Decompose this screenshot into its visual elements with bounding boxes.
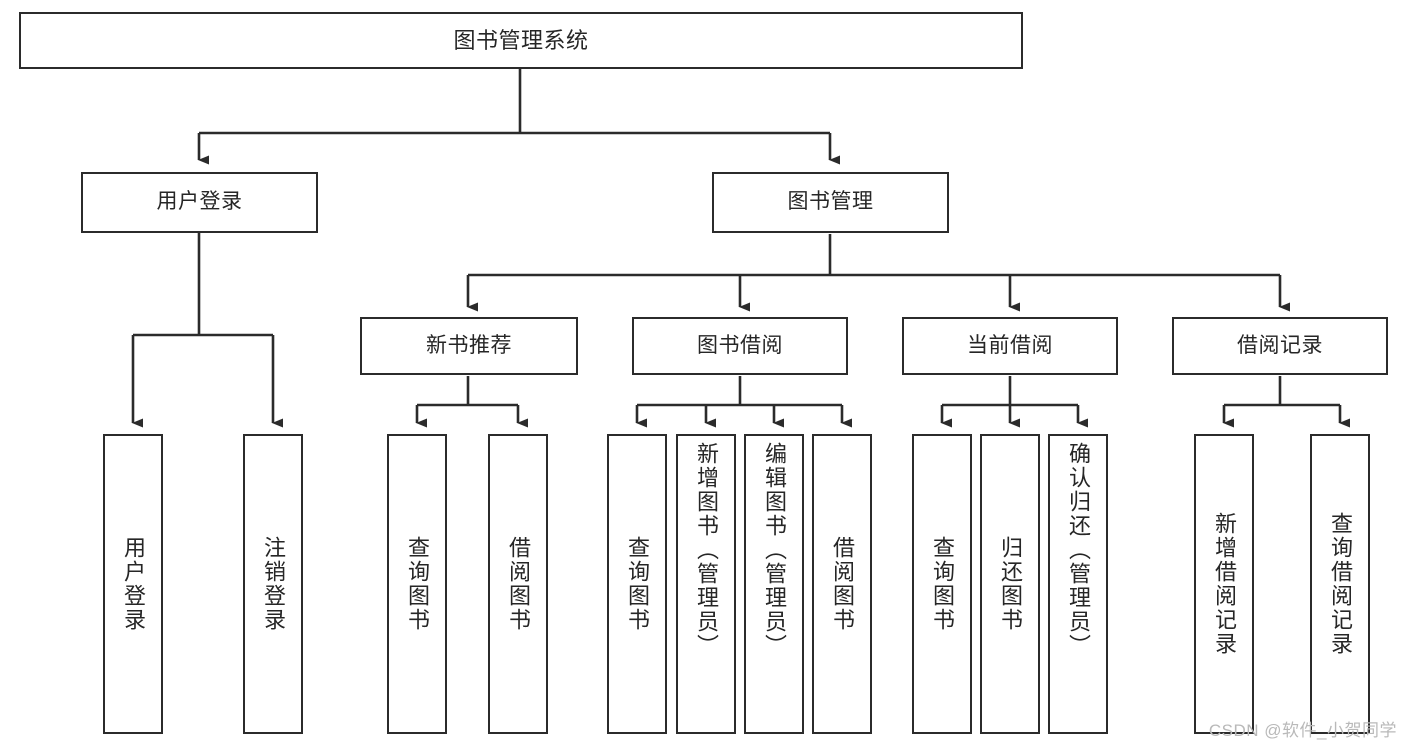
node-label: 归还图书	[998, 536, 1023, 632]
leaf-logout-login[interactable]: 注销登录	[243, 434, 303, 734]
node-user-login[interactable]: 用户登录	[81, 172, 318, 233]
node-label: 查询图书	[930, 536, 955, 632]
node-label: 编辑图书（管理员）	[762, 442, 787, 658]
leaf-edit-book[interactable]: 编辑图书（管理员）	[744, 434, 804, 734]
node-label: 新书推荐	[426, 333, 512, 357]
node-borrow-record[interactable]: 借阅记录	[1172, 317, 1388, 375]
node-label: 查询借阅记录	[1328, 512, 1353, 656]
node-label: 确认归还（管理员）	[1066, 442, 1091, 658]
node-label: 查询图书	[405, 536, 430, 632]
node-new-book-recommend[interactable]: 新书推荐	[360, 317, 578, 375]
leaf-confirm-return[interactable]: 确认归还（管理员）	[1048, 434, 1108, 734]
leaf-borrow-book-2[interactable]: 借阅图书	[812, 434, 872, 734]
node-label: 用户登录	[121, 536, 146, 632]
node-book-management[interactable]: 图书管理	[712, 172, 949, 233]
node-label: 图书管理	[787, 190, 874, 214]
leaf-add-borrow-record[interactable]: 新增借阅记录	[1194, 434, 1254, 734]
leaf-query-book-3[interactable]: 查询图书	[912, 434, 972, 734]
node-label: 查询图书	[625, 536, 650, 632]
leaf-add-book[interactable]: 新增图书（管理员）	[676, 434, 736, 734]
leaf-borrow-book-1[interactable]: 借阅图书	[488, 434, 548, 734]
leaf-return-book[interactable]: 归还图书	[980, 434, 1040, 734]
node-label: 借阅记录	[1237, 333, 1323, 357]
node-label: 图书管理系统	[453, 27, 589, 53]
leaf-user-login[interactable]: 用户登录	[103, 434, 163, 734]
node-root-book-management-system[interactable]: 图书管理系统	[19, 12, 1023, 69]
node-label: 借阅图书	[830, 536, 855, 632]
node-label: 当前借阅	[967, 333, 1053, 357]
node-label: 新增借阅记录	[1212, 512, 1237, 656]
leaf-query-book-1[interactable]: 查询图书	[387, 434, 447, 734]
leaf-query-book-2[interactable]: 查询图书	[607, 434, 667, 734]
node-label: 借阅图书	[506, 536, 531, 632]
node-label: 注销登录	[261, 536, 286, 632]
node-current-borrow[interactable]: 当前借阅	[902, 317, 1118, 375]
node-label: 新增图书（管理员）	[694, 442, 719, 658]
watermark-text: CSDN @软件_小贺同学	[1208, 721, 1397, 740]
node-label: 图书借阅	[697, 333, 783, 357]
leaf-query-borrow-record[interactable]: 查询借阅记录	[1310, 434, 1370, 734]
node-label: 用户登录	[156, 190, 243, 214]
node-book-borrow[interactable]: 图书借阅	[632, 317, 848, 375]
